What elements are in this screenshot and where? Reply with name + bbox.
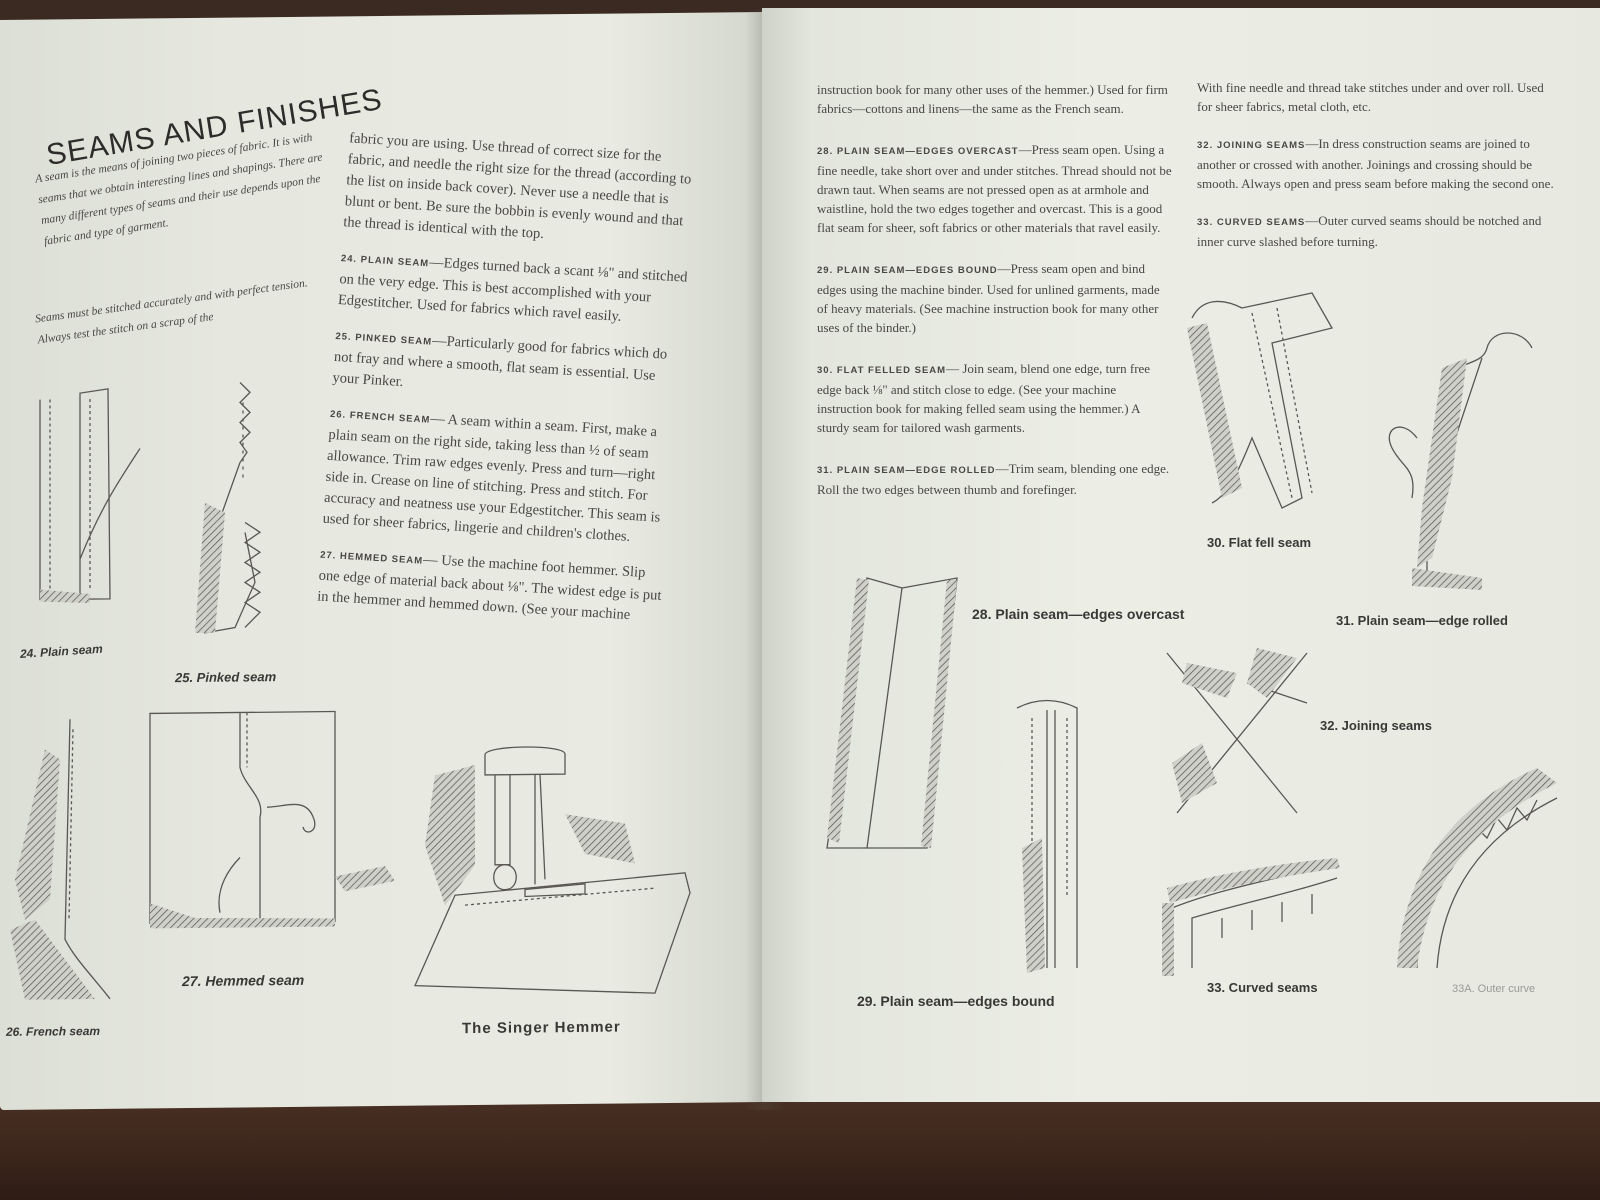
curved-seams-illustration [1162,858,1340,976]
section-27: 27. HEMMED SEAM— Use the machine foot he… [317,544,671,629]
pinked-seam-illustration [195,382,262,634]
caption-hemmed-seam: 27. Hemmed seam [182,971,305,990]
section-text: —Press seam open and bind edges using th… [817,261,1160,335]
section-heading: 25. PINKED SEAM [335,330,433,348]
caption-pinked-seam: 25. Pinked seam [175,669,277,686]
caption-joining-seams: 32. Joining seams [1320,718,1432,733]
section-29: 29. PLAIN SEAM—EDGES BOUND—Press seam op… [817,259,1172,337]
singer-hemmer-illustration [414,746,691,994]
right-column-2: With fine needle and thread take stitche… [1197,78,1557,251]
plain-seam-illustration [39,388,141,604]
section-heading: 24. PLAIN SEAM [340,253,430,270]
section-text: —In dress construction seams are joined … [1197,136,1554,191]
section-heading: 30. FLAT FELLED SEAM [817,365,947,376]
caption-singer-hemmer: The Singer Hemmer [462,1018,621,1038]
outer-curve-illustration [1397,768,1558,969]
section-text: —Trim seam, blending one edge. Roll the … [817,461,1170,497]
section-30: 30. FLAT FELLED SEAM— Join seam, blend o… [817,359,1172,437]
french-seam-illustration [10,719,111,1000]
section-heading: 33. CURVED SEAMS [1197,217,1306,228]
section-31: 31. PLAIN SEAM—EDGE ROLLED—Trim seam, bl… [817,459,1172,499]
column-lead-text: instruction book for many other uses of … [817,82,1168,116]
left-page: SEAMS AND FINISHES A seam is the means o… [0,11,765,1110]
section-text: —Press seam open. Using a fine needle, t… [817,142,1172,235]
right-page: instruction book for many other uses of … [762,8,1600,1102]
intro-paragraph-2: Seams must be stitched accurately and wi… [34,277,309,347]
section-24: 24. PLAIN SEAM—Edges turned back a scant… [337,247,691,332]
section-heading: 28. PLAIN SEAM—EDGES OVERCAST [817,146,1019,157]
left-column-2: fabric you are using. Use thread of corr… [317,128,700,628]
section-heading: 26. FRENCH SEAM [329,408,431,426]
caption-outer-curve: 33A. Outer curve [1452,983,1536,995]
caption-plain-seam-edge-rolled: 31. Plain seam—edge rolled [1336,613,1508,628]
section-heading: 32. JOINING SEAMS [1197,140,1306,151]
hemmed-seam-illustration [149,710,395,929]
flat-fell-seam-illustration [1187,292,1333,509]
section-text: — Join seam, blend one edge, turn free e… [817,361,1151,435]
section-text: — A seam within a seam. First, make a pl… [322,410,661,545]
caption-flat-fell-seam: 30. Flat fell seam [1207,535,1312,550]
section-33: 33. CURVED SEAMS—Outer curved seams shou… [1197,211,1557,251]
plain-seam-edges-overcast-illustration [826,577,958,849]
section-28: 28. PLAIN SEAM—EDGES OVERCAST—Press seam… [817,140,1172,237]
right-column-1: instruction book for many other uses of … [817,80,1172,499]
section-text: —Outer curved seams should be notched an… [1197,213,1542,249]
caption-plain-seam-edges-overcast: 28. Plain seam—edges overcast [972,606,1185,622]
caption-curved-seams: 33. Curved seams [1207,980,1318,995]
joining-seams-illustration [1166,648,1308,814]
caption-plain-seam: 24. Plain seam [19,641,104,661]
column-lead-text: fabric you are using. Use thread of corr… [342,130,692,243]
plain-seam-edge-rolled-illustration [1388,332,1533,590]
caption-french-seam: 26. French seam [6,1023,101,1039]
caption-plain-seam-edges-bound: 29. Plain seam—edges bound [857,993,1055,1009]
table-surface [0,1095,1600,1200]
section-heading: 29. PLAIN SEAM—EDGES BOUND [817,265,998,276]
section-heading: 31. PLAIN SEAM—EDGE ROLLED [817,465,996,476]
section-32: 32. JOINING SEAMS—In dress construction … [1197,134,1557,193]
section-26: 26. FRENCH SEAM— A seam within a seam. F… [322,403,680,551]
section-25: 25. PINKED SEAM—Particularly good for fa… [332,325,686,410]
plain-seam-edges-bound-illustration [1016,699,1078,973]
column-lead-text: With fine needle and thread take stitche… [1197,80,1544,114]
section-heading: 27. HEMMED SEAM [319,549,424,567]
